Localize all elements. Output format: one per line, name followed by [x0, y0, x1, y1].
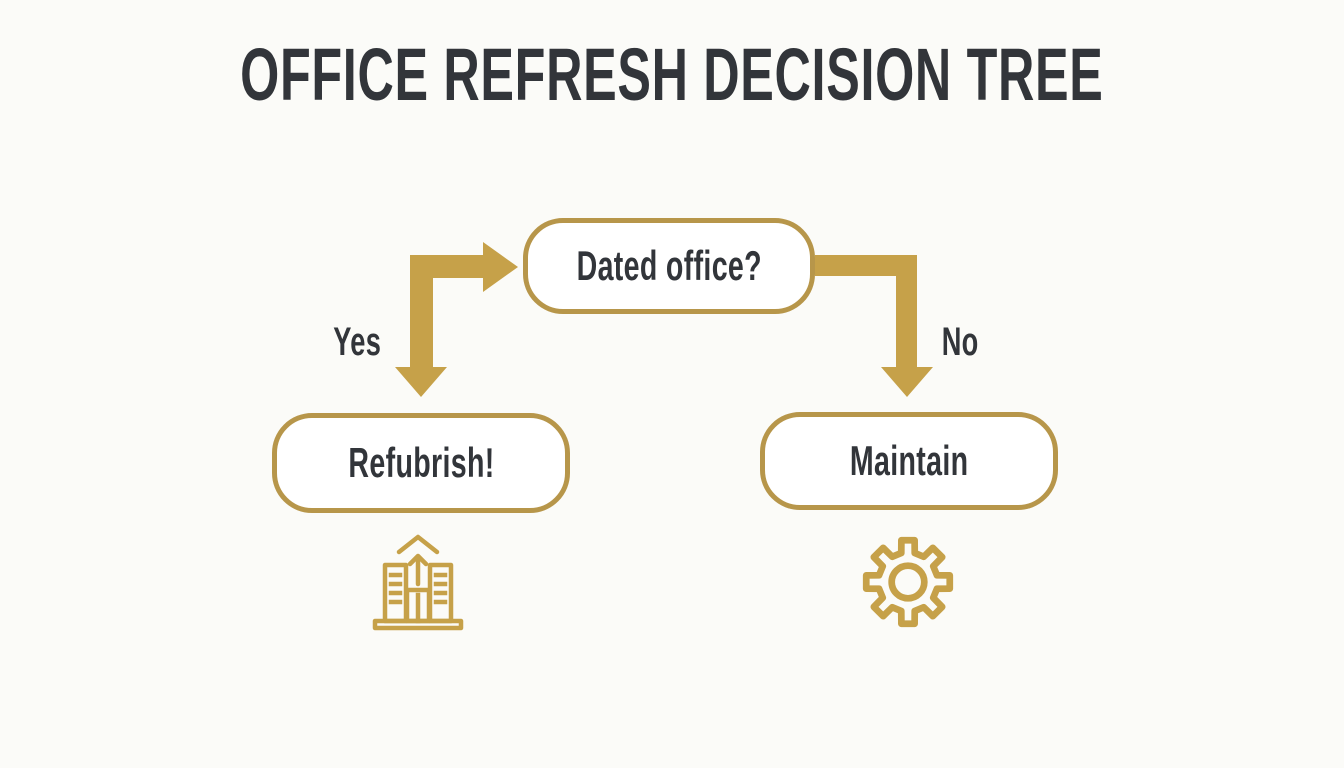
no-arrow-horizontal-segment [815, 255, 917, 276]
gear-icon [860, 534, 956, 630]
node-dated-office-label: Dated office? [576, 242, 762, 289]
yes-arrow-horizontal-segment [410, 255, 484, 278]
node-maintain: Maintain [760, 412, 1058, 510]
yes-branch-label: Yes [333, 320, 381, 364]
yes-arrow-vertical-segment [410, 255, 433, 369]
node-refubrish: Refubrish! [272, 413, 570, 513]
node-refubrish-label: Refubrish! [347, 439, 495, 486]
building-upgrade-icon [368, 534, 468, 636]
no-arrow-vertical-segment [896, 255, 917, 369]
page-title-text: OFFICE REFRESH DECISION TREE [240, 33, 1104, 116]
no-branch-label: No [941, 320, 979, 364]
arrowhead-down-icon [881, 367, 933, 397]
page-title: OFFICE REFRESH DECISION TREE [0, 38, 1344, 112]
node-maintain-label: Maintain [849, 437, 969, 484]
node-dated-office: Dated office? [523, 218, 815, 314]
arrowhead-right-icon [483, 242, 518, 292]
arrowhead-down-icon [395, 367, 447, 397]
